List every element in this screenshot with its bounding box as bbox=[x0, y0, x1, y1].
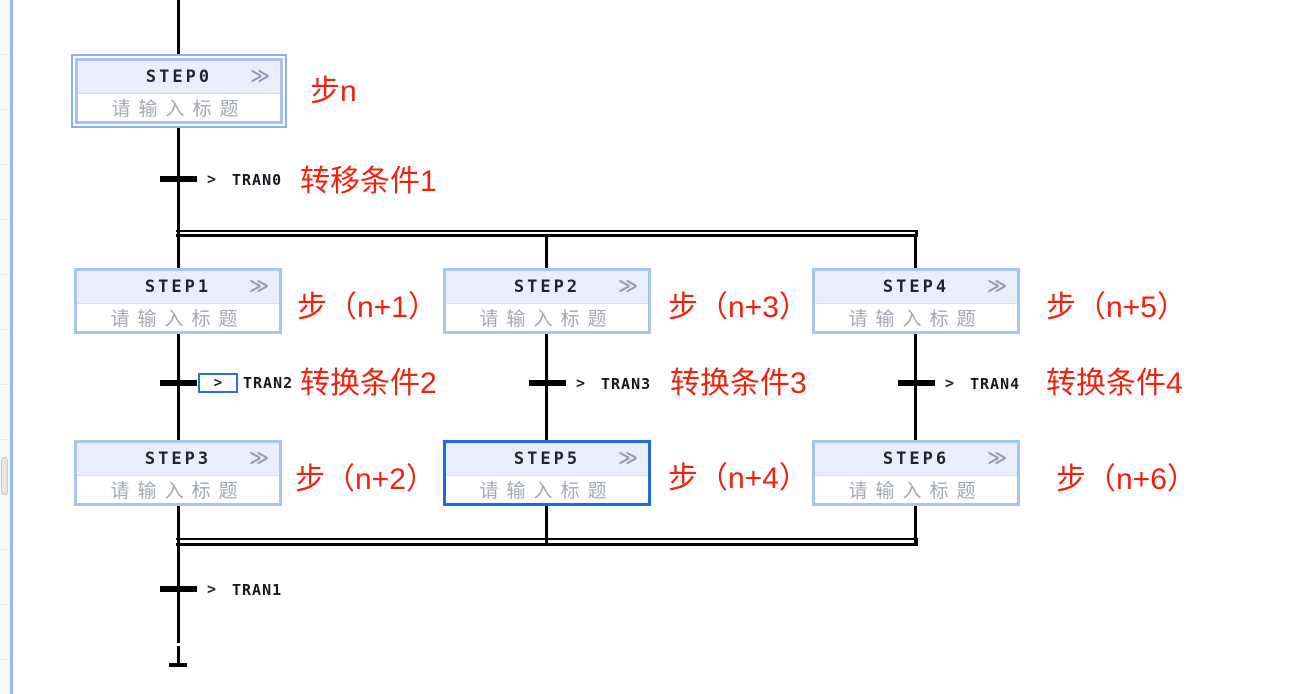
step-box-step6[interactable]: STEP6 ≫ 请输入标题 bbox=[812, 440, 1020, 506]
step-expand-icon[interactable]: ≫ bbox=[987, 275, 1007, 297]
step-name: STEP6 bbox=[882, 449, 950, 469]
transition-bar-tran4[interactable] bbox=[898, 380, 935, 386]
step-title-field[interactable]: 请输入标题 bbox=[446, 476, 648, 503]
step-title-field[interactable]: 请输入标题 bbox=[77, 304, 279, 331]
branch-line bbox=[914, 333, 917, 440]
branch-line bbox=[545, 235, 548, 268]
left-panel-edge bbox=[0, 0, 10, 694]
step-title-placeholder: 请输入标题 bbox=[111, 99, 247, 120]
flow-line bbox=[177, 0, 180, 56]
annotation-condition-4: 转换条件4 bbox=[1046, 367, 1183, 400]
branch-line bbox=[545, 505, 548, 544]
step-box-step5[interactable]: STEP5 ≫ 请输入标题 bbox=[443, 440, 651, 506]
step-title-field[interactable]: 请输入标题 bbox=[815, 304, 1017, 331]
step-header: STEP5 ≫ bbox=[446, 443, 648, 476]
parallel-split-line bbox=[176, 230, 918, 232]
step-header: STEP3 ≫ bbox=[77, 443, 279, 476]
annotation-step-n1: 步（n+1） bbox=[297, 291, 438, 324]
flow-end-terminator bbox=[169, 663, 187, 667]
branch-line bbox=[545, 333, 548, 440]
flow-line bbox=[177, 124, 180, 268]
annotation-step-n4: 步（n+4） bbox=[668, 462, 809, 495]
parallel-merge-line bbox=[176, 538, 918, 540]
parallel-split-cap bbox=[915, 230, 918, 237]
step-title-placeholder: 请输入标题 bbox=[110, 309, 246, 330]
annotation-step-n5: 步（n+5） bbox=[1046, 291, 1187, 324]
step-name: STEP4 bbox=[882, 277, 950, 297]
step-expand-icon[interactable]: ≫ bbox=[249, 275, 269, 297]
annotation-condition-1: 转移条件1 bbox=[300, 165, 437, 198]
step-name: STEP1 bbox=[144, 277, 212, 297]
transition-bar-tran2[interactable] bbox=[160, 380, 197, 386]
annotation-step-n2: 步（n+2） bbox=[295, 463, 436, 496]
step-name: STEP0 bbox=[145, 67, 213, 87]
flow-line bbox=[177, 505, 180, 643]
branch-line bbox=[177, 333, 180, 440]
annotation-step-n: 步n bbox=[310, 75, 357, 108]
annotation-step-n3: 步（n+3） bbox=[668, 291, 809, 324]
transition-label-tran2[interactable]: TRAN2 bbox=[243, 374, 294, 392]
step-name: STEP3 bbox=[144, 449, 212, 469]
step-title-field[interactable]: 请输入标题 bbox=[815, 476, 1017, 503]
step-expand-icon[interactable]: ≫ bbox=[618, 447, 638, 469]
step-expand-icon[interactable]: ≫ bbox=[987, 447, 1007, 469]
left-panel-scroll-thumb[interactable] bbox=[1, 457, 8, 495]
branch-line bbox=[914, 235, 917, 268]
step-expand-icon[interactable]: ≫ bbox=[249, 447, 269, 469]
transition-label-tran1[interactable]: TRAN1 bbox=[232, 581, 283, 599]
step-expand-icon[interactable]: ≫ bbox=[618, 275, 638, 297]
transition-bar-tran1[interactable] bbox=[160, 586, 197, 592]
transition-label-tran0[interactable]: TRAN0 bbox=[232, 171, 283, 189]
transition-condition-box[interactable]: > bbox=[198, 373, 238, 393]
step-expand-icon[interactable]: ≫ bbox=[250, 65, 270, 87]
transition-bar-tran3[interactable] bbox=[529, 380, 566, 386]
step-title-placeholder: 请输入标题 bbox=[479, 309, 615, 330]
step-title-placeholder: 请输入标题 bbox=[848, 481, 984, 502]
chevron-right-icon[interactable]: > bbox=[207, 580, 217, 598]
step-header: STEP6 ≫ bbox=[815, 443, 1017, 476]
branch-line bbox=[914, 505, 917, 544]
transition-bar-tran0[interactable] bbox=[160, 176, 197, 182]
annotation-step-n6: 步（n+6） bbox=[1056, 463, 1197, 496]
step-box-step2[interactable]: STEP2 ≫ 请输入标题 bbox=[443, 268, 651, 334]
chevron-right-icon[interactable]: > bbox=[576, 374, 586, 392]
step-header: STEP1 ≫ bbox=[77, 271, 279, 304]
transition-label-tran3[interactable]: TRAN3 bbox=[601, 375, 652, 393]
chevron-right-icon: > bbox=[213, 375, 223, 391]
step-name: STEP5 bbox=[513, 449, 581, 469]
step-title-placeholder: 请输入标题 bbox=[848, 309, 984, 330]
step-header: STEP2 ≫ bbox=[446, 271, 648, 304]
step-box-step3[interactable]: STEP3 ≫ 请输入标题 bbox=[74, 440, 282, 506]
step-name: STEP2 bbox=[513, 277, 581, 297]
panel-divider-handle[interactable] bbox=[10, 0, 13, 694]
step-box-step1[interactable]: STEP1 ≫ 请输入标题 bbox=[74, 268, 282, 334]
flow-line bbox=[177, 646, 180, 666]
step-header: STEP4 ≫ bbox=[815, 271, 1017, 304]
step-title-placeholder: 请输入标题 bbox=[479, 481, 615, 502]
step-title-placeholder: 请输入标题 bbox=[110, 481, 246, 502]
step-header: STEP0 ≫ bbox=[78, 61, 280, 94]
step-title-field[interactable]: 请输入标题 bbox=[77, 476, 279, 503]
step-title-field[interactable]: 请输入标题 bbox=[78, 94, 280, 121]
chevron-right-icon[interactable]: > bbox=[945, 374, 955, 392]
annotation-condition-3: 转换条件3 bbox=[670, 367, 807, 400]
step-box-step0[interactable]: STEP0 ≫ 请输入标题 bbox=[75, 58, 283, 124]
parallel-merge-cap bbox=[915, 538, 918, 546]
chevron-right-icon[interactable]: > bbox=[207, 170, 217, 188]
step-box-step4[interactable]: STEP4 ≫ 请输入标题 bbox=[812, 268, 1020, 334]
step-title-field[interactable]: 请输入标题 bbox=[446, 304, 648, 331]
transition-label-tran4[interactable]: TRAN4 bbox=[970, 375, 1021, 393]
annotation-condition-2: 转换条件2 bbox=[300, 367, 437, 400]
parallel-merge-line bbox=[176, 543, 918, 546]
